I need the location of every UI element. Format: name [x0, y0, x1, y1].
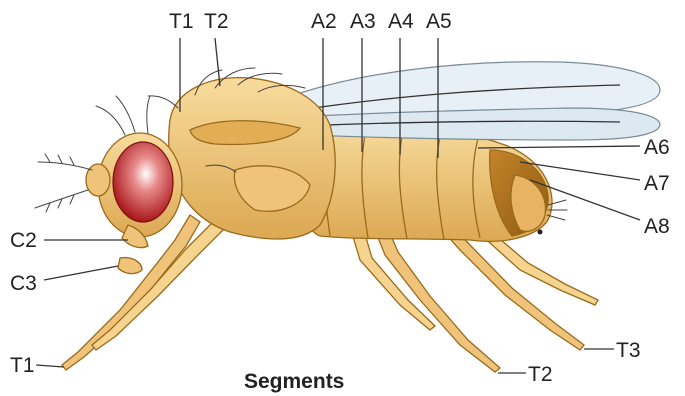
label-c3: C3: [10, 272, 37, 295]
thorax-body: [169, 78, 336, 239]
label-t1-top: T1: [169, 10, 194, 33]
wing: [280, 62, 660, 140]
label-t2-leg: T2: [528, 363, 553, 386]
mouthpart-c3: [118, 258, 142, 274]
head: [35, 96, 182, 274]
label-a5: A5: [426, 10, 452, 33]
leader-t1-leg: [36, 365, 64, 367]
label-a7: A7: [644, 172, 670, 195]
label-t1-leg: T1: [10, 354, 35, 377]
anal-spot: [538, 230, 543, 235]
label-t2-top: T2: [204, 10, 229, 33]
label-a3: A3: [350, 10, 376, 33]
label-c2: C2: [10, 229, 37, 252]
diagram-title: Segments: [244, 370, 344, 393]
leader-c3: [44, 266, 118, 280]
label-a4: A4: [388, 10, 414, 33]
label-t3-leg: T3: [616, 339, 641, 362]
compound-eye: [113, 142, 173, 222]
arista-icon: [35, 154, 92, 212]
leader-t2-top: [215, 38, 220, 86]
label-a8: A8: [644, 215, 670, 238]
label-a2: A2: [311, 10, 337, 33]
head-bristles: [96, 96, 150, 135]
label-a6: A6: [644, 136, 670, 159]
